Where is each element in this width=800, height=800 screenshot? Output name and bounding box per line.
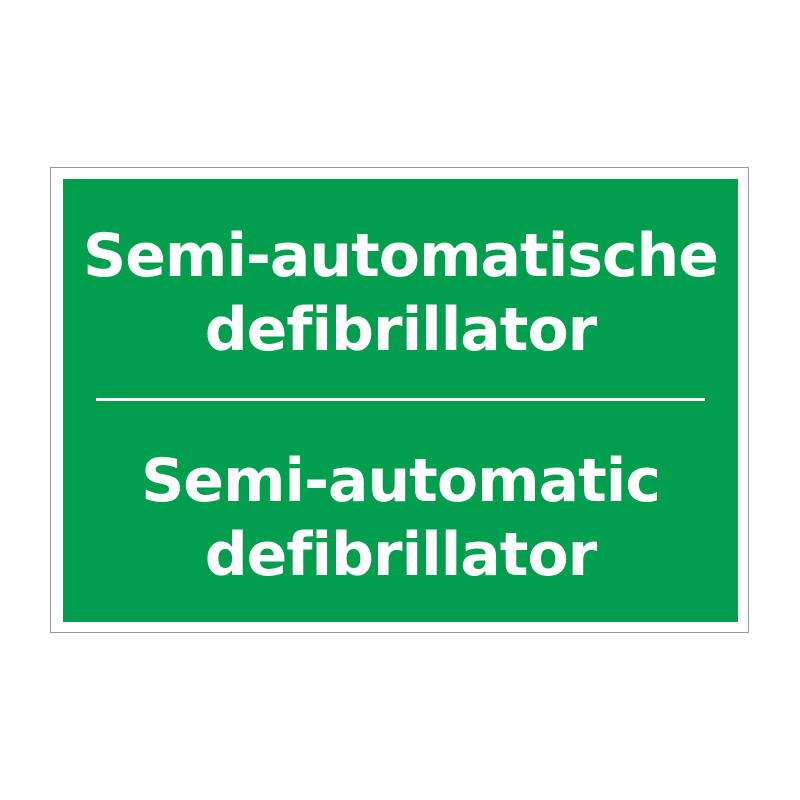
english-text: Semi-automatic defibrillator [63, 444, 738, 592]
sign-panel: Semi-automatische defibrillator Semi-aut… [63, 179, 738, 622]
dutch-line-1: Semi-automatische [83, 221, 719, 291]
english-line-1: Semi-automatic [141, 446, 661, 516]
dutch-line-2: defibrillator [204, 295, 598, 365]
english-line-2: defibrillator [204, 520, 598, 590]
dutch-text: Semi-automatische defibrillator [63, 219, 738, 367]
divider [96, 398, 705, 401]
